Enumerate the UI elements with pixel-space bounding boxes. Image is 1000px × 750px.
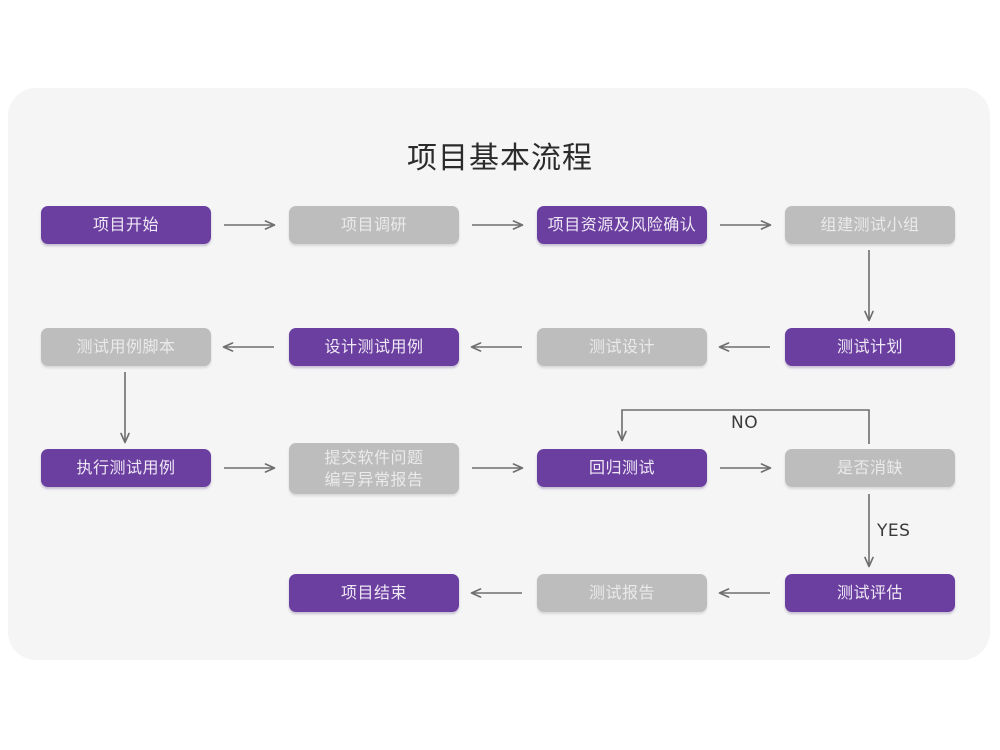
node-project-start[interactable]: 项目开始 <box>41 206 211 244</box>
node-test-design[interactable]: 测试设计 <box>537 328 707 366</box>
node-test-case-scripts[interactable]: 测试用例脚本 <box>41 328 211 366</box>
node-regression-test[interactable]: 回归测试 <box>537 449 707 487</box>
node-design-test-cases[interactable]: 设计测试用例 <box>289 328 459 366</box>
edge-label-no: NO <box>731 413 759 433</box>
node-test-report[interactable]: 测试报告 <box>537 574 707 612</box>
node-project-research[interactable]: 项目调研 <box>289 206 459 244</box>
node-test-plan[interactable]: 测试计划 <box>785 328 955 366</box>
node-defects-cleared-decision[interactable]: 是否消缺 <box>785 449 955 487</box>
diagram-panel <box>8 88 990 660</box>
node-test-evaluation[interactable]: 测试评估 <box>785 574 955 612</box>
page-title: 项目基本流程 <box>407 141 593 176</box>
node-build-test-team[interactable]: 组建测试小组 <box>785 206 955 244</box>
node-execute-test-cases[interactable]: 执行测试用例 <box>41 449 211 487</box>
node-project-end[interactable]: 项目结束 <box>289 574 459 612</box>
node-resource-risk-confirm[interactable]: 项目资源及风险确认 <box>537 206 707 244</box>
edge-label-yes: YES <box>877 521 911 541</box>
node-submit-defects-report[interactable]: 提交软件问题 编写异常报告 <box>289 443 459 494</box>
